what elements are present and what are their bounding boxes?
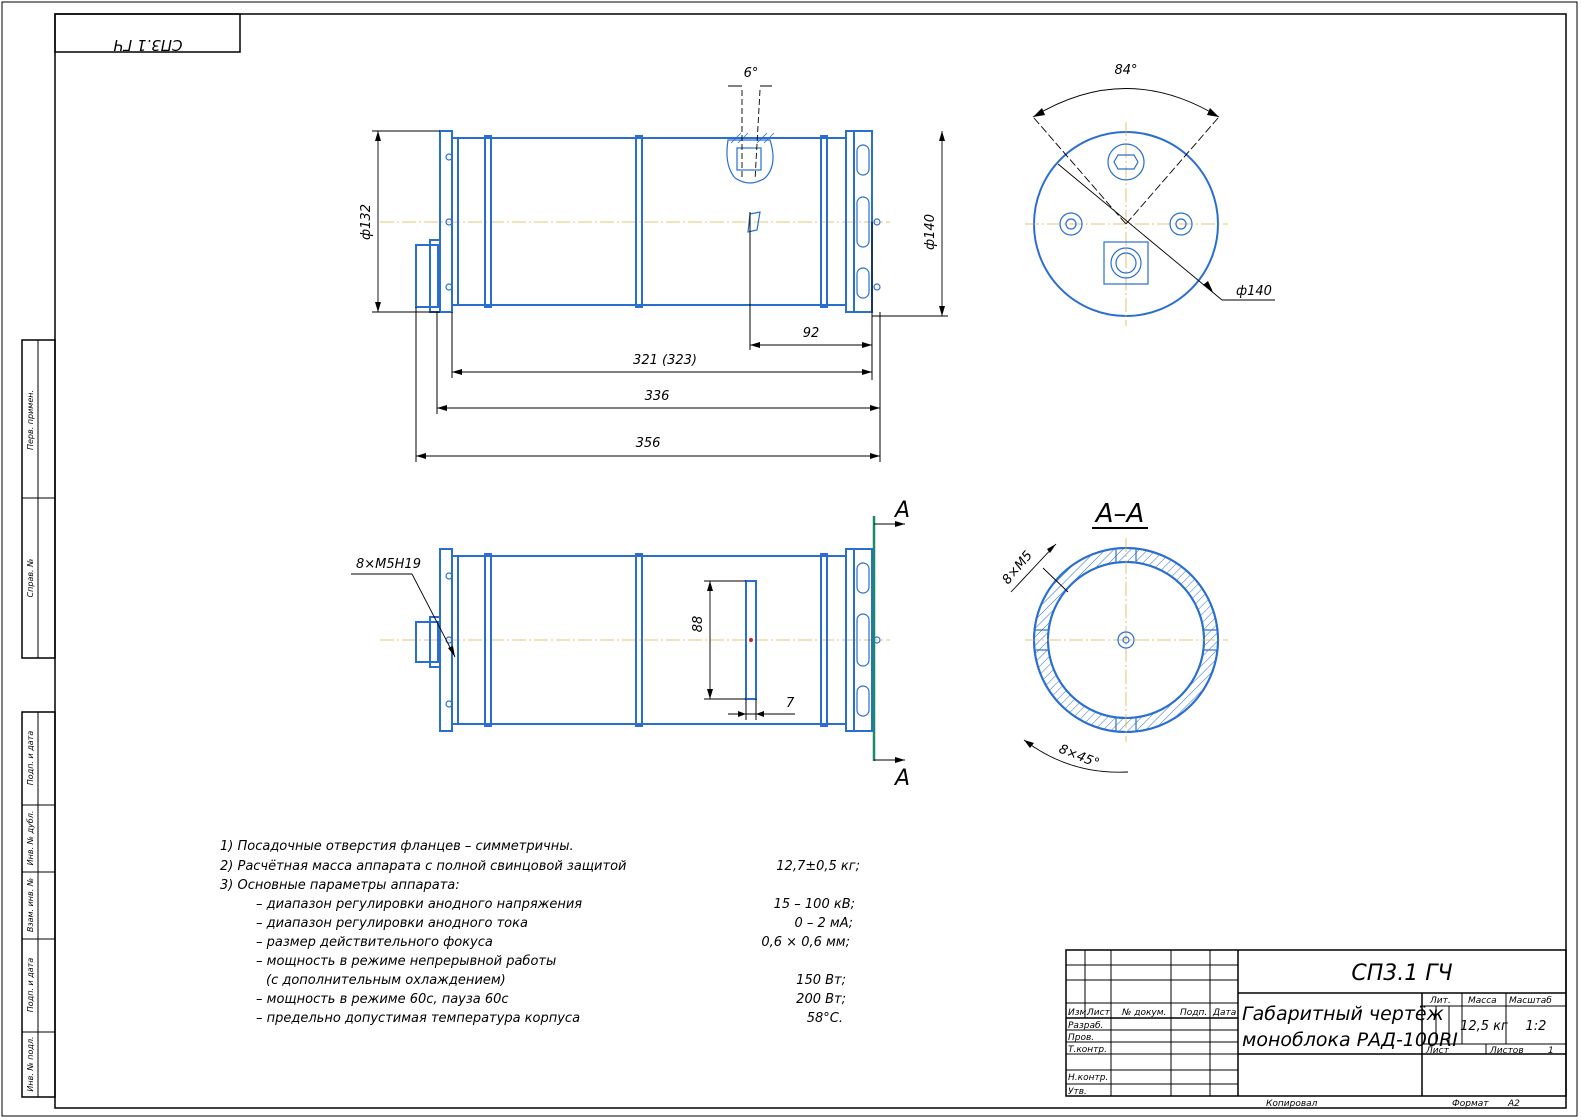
- section-letter-top: А: [893, 498, 910, 523]
- tb-title-2: моноблока РАД-100RI: [1242, 1029, 1458, 1051]
- note-2: 2) Расчётная масса аппарата с полной сви…: [220, 859, 626, 874]
- dim-angle-84: 84°: [1114, 63, 1137, 78]
- dim-7: 7: [786, 696, 795, 711]
- mirrored-stamp-code: СП3.1 ГЧ: [113, 36, 182, 54]
- tb-sheet: Лист: [1425, 1046, 1450, 1056]
- note-1: 1) Посадочные отверстия фланцев – симмет…: [220, 839, 574, 854]
- side-view-bottom: А А 8×M5Н19 88 7: [351, 498, 910, 791]
- note-3b-value: 0 – 2 мА;: [794, 916, 853, 931]
- dim-holes: 8×M5: [1000, 548, 1036, 587]
- dim-321: 321 (323): [633, 353, 697, 368]
- technical-notes: 1) Посадочные отверстия фланцев – симмет…: [220, 839, 860, 1026]
- title-block: Изм. Лист № докум. Подп. Дата Разраб. Пр…: [1065, 949, 1567, 1109]
- mirrored-stamp-box: [54, 13, 241, 53]
- note-3: 3) Основные параметры аппарата:: [220, 878, 460, 893]
- section-title: А–А: [1094, 499, 1145, 529]
- dim-92: 92: [803, 326, 820, 341]
- tb-prov: Пров.: [1068, 1033, 1094, 1043]
- tb-mass-value: 12,5 кг: [1460, 1019, 1508, 1034]
- dim-336: 336: [645, 389, 670, 404]
- dim-thread: 8×M5Н19: [356, 557, 421, 572]
- tb-code: СП3.1 ГЧ: [1351, 961, 1452, 986]
- tb-date: Дата: [1212, 1008, 1236, 1018]
- tb-scale-value: 1:2: [1526, 1019, 1547, 1034]
- end-view: 84° ф140: [1025, 63, 1275, 326]
- dim-88: 88: [691, 616, 706, 633]
- tb-podp: Подп.: [1180, 1008, 1207, 1018]
- dim-angle-6: 6°: [744, 66, 759, 81]
- note-3f-value: 58°С.: [807, 1011, 843, 1026]
- tb-format-value: A2: [1507, 1099, 1520, 1109]
- tb-doc: № докум.: [1121, 1008, 1166, 1018]
- tb-masshtab: Масштаб: [1509, 996, 1552, 1006]
- tb-izm: Изм.: [1068, 1008, 1089, 1018]
- note-3b: – диапазон регулировки анодного тока: [256, 916, 528, 931]
- note-3e: – мощность в режиме 60с, пауза 60с: [256, 992, 509, 1007]
- tb-title-1: Габаритный чертёж: [1242, 1003, 1444, 1025]
- note-3c-value: 0,6 × 0,6 мм;: [761, 935, 850, 950]
- strip-label-podp2: Подп. и дата: [26, 958, 35, 1013]
- note-3d: – мощность в режиме непрерывной работы: [256, 954, 556, 969]
- tb-razrab: Разраб.: [1068, 1021, 1103, 1031]
- dim-356: 356: [636, 436, 661, 451]
- tb-sheets-value: 1: [1548, 1046, 1554, 1056]
- note-3a: – диапазон регулировки анодного напряжен…: [256, 897, 582, 912]
- strip-label-sprav: Справ. №: [26, 559, 35, 598]
- side-view-top: 6° ф132 ф140 92 321 (323) 336 356: [359, 66, 948, 462]
- tb-sheets: Листов: [1489, 1046, 1524, 1056]
- note-3d-cont: (с дополнительным охлаждением): [266, 973, 506, 988]
- tb-lit: Лит.: [1429, 996, 1451, 1006]
- section-letter-bottom: А: [893, 766, 910, 791]
- note-3d-value: 150 Вт;: [796, 973, 846, 988]
- tb-utv: Утв.: [1068, 1087, 1087, 1097]
- strip-label-perv: Перв. примен.: [26, 390, 35, 450]
- tb-list: Лист: [1086, 1008, 1111, 1018]
- tb-massa: Масса: [1468, 996, 1497, 1006]
- dim-end-dia-140: ф140: [1236, 284, 1272, 299]
- tb-copied: Копировал: [1266, 1099, 1318, 1109]
- strip-label-inv-podl: Инв. № подл.: [26, 1036, 35, 1091]
- note-3f: – предельно допустимая температура корпу…: [256, 1011, 580, 1026]
- note-2-value: 12,7±0,5 кг;: [776, 859, 860, 874]
- strip-label-podp1: Подп. и дата: [26, 731, 35, 786]
- dim-dia-140: ф140: [923, 214, 938, 250]
- strip-label-inv-dubl: Инв. № дубл.: [26, 811, 35, 866]
- tb-format: Формат: [1452, 1099, 1489, 1109]
- side-strip: Перв. примен. Справ. № Подп. и дата Инв.…: [21, 339, 56, 1098]
- tb-nkontr: Н.контр.: [1068, 1073, 1108, 1083]
- tb-tkontr: Т.контр.: [1068, 1045, 1107, 1055]
- section-a-a: А–А 8×M5 8×45°: [1000, 499, 1228, 773]
- note-3a-value: 15 – 100 кВ;: [774, 897, 855, 912]
- dim-dia-132: ф132: [359, 204, 374, 240]
- note-3e-value: 200 Вт;: [796, 992, 846, 1007]
- strip-label-vzam: Взам. инв. №: [26, 878, 35, 932]
- note-3c: – размер действительного фокуса: [256, 935, 493, 950]
